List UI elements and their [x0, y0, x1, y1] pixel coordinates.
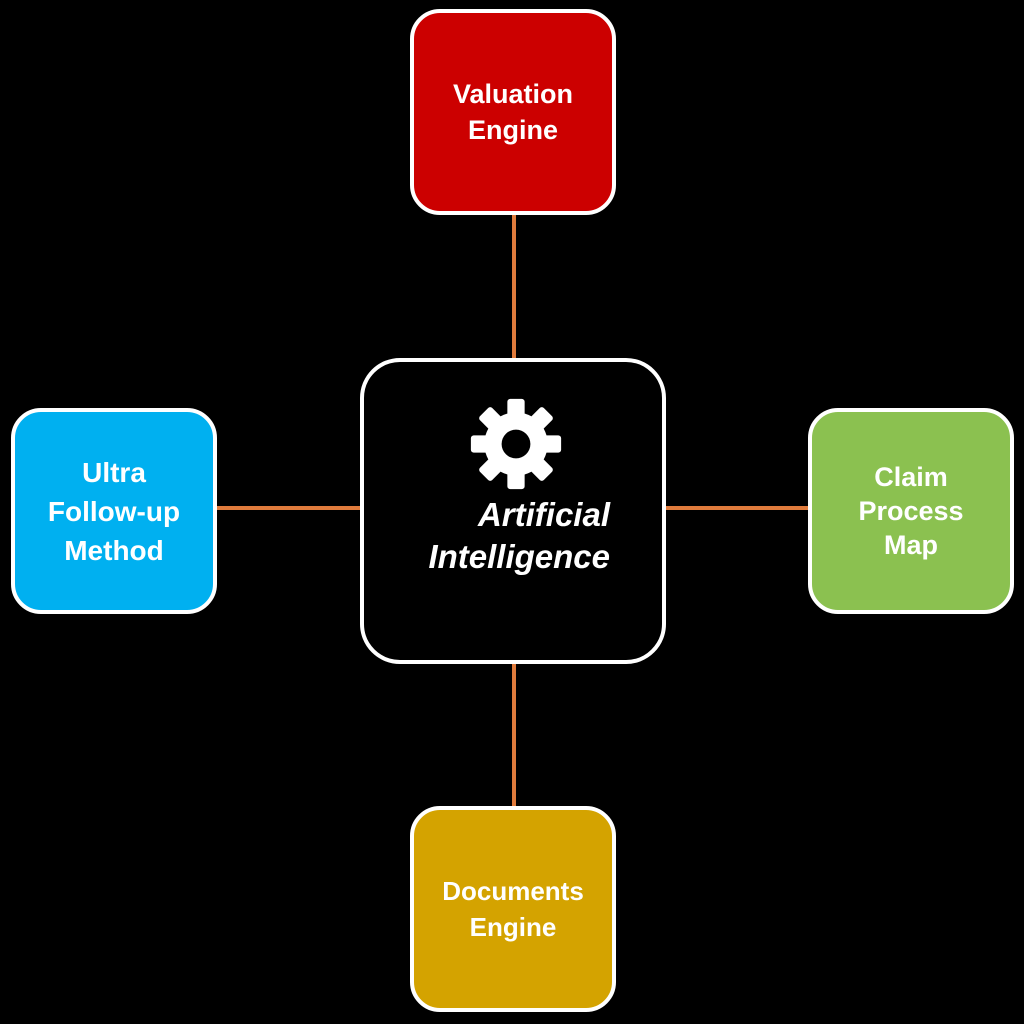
documents-engine-label: Documents Engine — [442, 876, 584, 942]
claim-process-map-label: Claim Process Map — [858, 462, 964, 560]
documents-engine-node: Documents Engine — [410, 806, 616, 1012]
valuation-engine-label: Valuation Engine — [452, 79, 574, 145]
artificial-intelligence-label: Artificial Intelligence — [428, 496, 610, 575]
gear-icon — [470, 398, 562, 490]
valuation-engine-node: Valuation Engine — [410, 9, 616, 215]
connector-right — [664, 506, 810, 510]
claim-process-map-node: Claim Process Map — [808, 408, 1014, 614]
connector-left — [215, 506, 362, 510]
ultra-follow-up-method-node: Ultra Follow-up Method — [11, 408, 217, 614]
connector-top — [512, 215, 516, 360]
ultra-follow-up-method-label: Ultra Follow-up Method — [47, 456, 181, 566]
connector-bottom — [512, 662, 516, 808]
artificial-intelligence-node: Artificial Intelligence — [360, 358, 666, 664]
